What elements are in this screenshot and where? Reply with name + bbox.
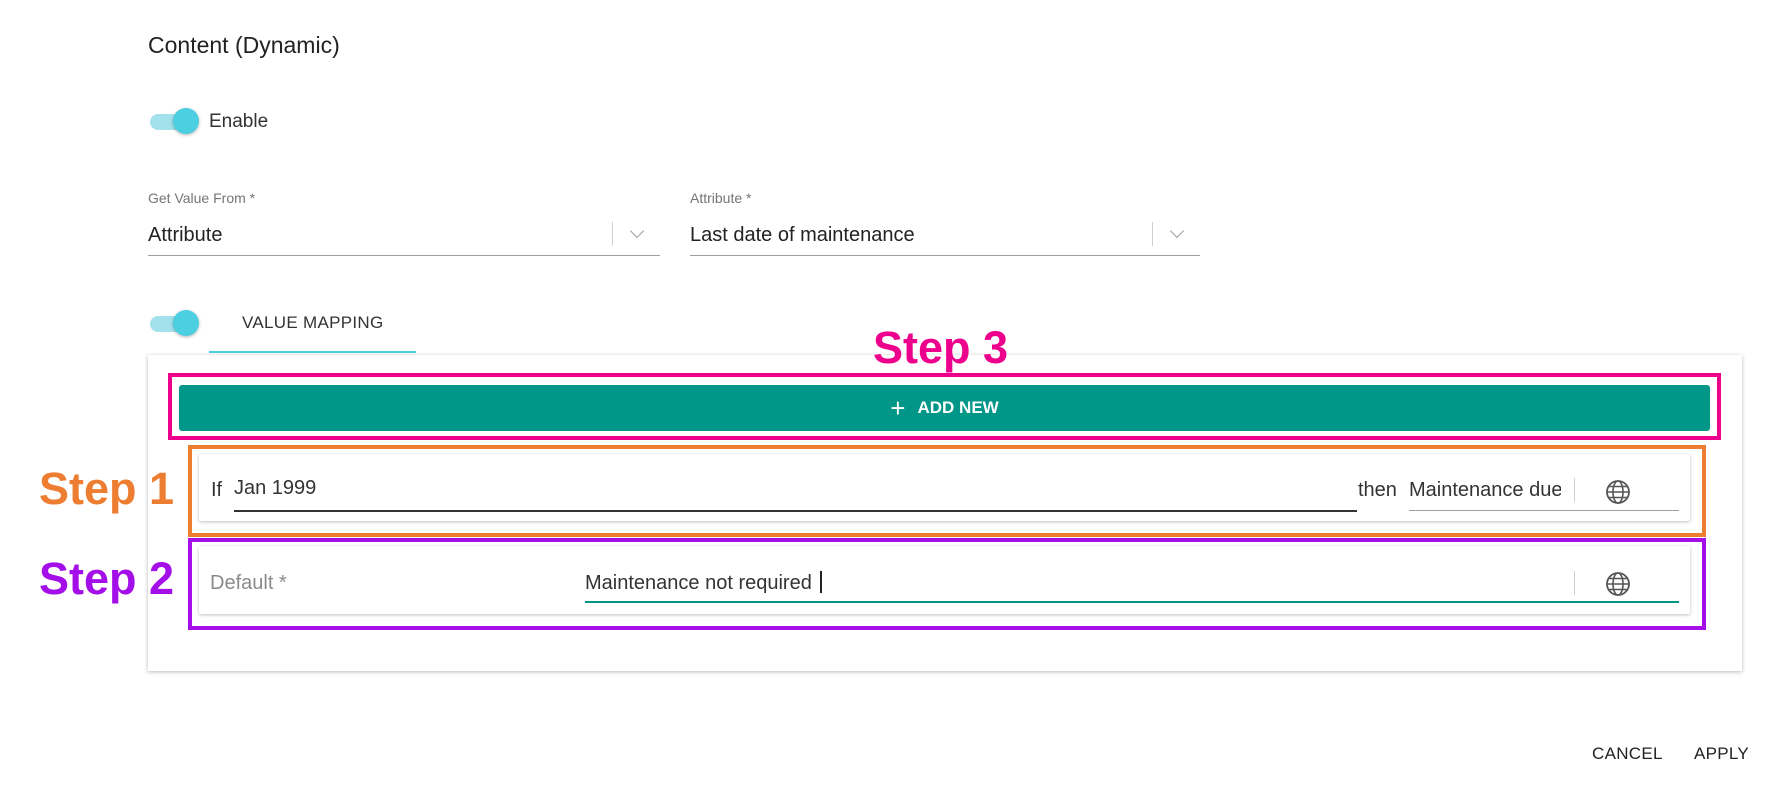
toggle-thumb [173, 310, 199, 336]
input-separator [1574, 571, 1575, 595]
add-new-button[interactable]: + ADD NEW [179, 385, 1710, 431]
default-label: Default * [210, 572, 287, 594]
section-title: Content (Dynamic) [148, 32, 340, 58]
globe-icon[interactable] [1605, 571, 1631, 597]
attribute-value: Last date of maintenance [690, 224, 915, 246]
get-value-from-label: Get Value From * [148, 190, 256, 206]
plus-icon: + [890, 393, 906, 423]
step1-highlight [188, 445, 1706, 537]
select-separator [1152, 222, 1153, 246]
chevron-down-icon [1169, 223, 1185, 239]
step2-highlight [188, 538, 1706, 630]
if-label: If [211, 479, 223, 501]
then-value-input[interactable]: Maintenance due [1409, 479, 1561, 501]
step1-label: Step 1 [39, 463, 175, 514]
default-value-input[interactable]: Maintenance not required [585, 572, 812, 594]
value-mapping-toggle[interactable] [150, 310, 199, 338]
step3-highlight [168, 373, 1721, 440]
toggle-thumb [173, 108, 199, 134]
enable-toggle[interactable] [150, 108, 199, 136]
cancel-button[interactable]: CANCEL [1592, 744, 1663, 763]
attribute-label: Attribute * [690, 190, 752, 206]
enable-label: Enable [209, 111, 269, 132]
tab-underline [209, 351, 416, 353]
input-separator [1574, 478, 1575, 502]
step3-label: Step 3 [873, 322, 1009, 373]
get-value-from-value: Attribute [148, 224, 223, 246]
step2-label: Step 2 [39, 553, 175, 604]
globe-icon[interactable] [1605, 479, 1631, 505]
then-label: then [1358, 479, 1397, 501]
then-input-underline [1409, 510, 1679, 511]
get-value-from-select[interactable]: Attribute [148, 218, 660, 256]
text-cursor [820, 571, 822, 593]
mapping-rule-row [199, 454, 1690, 521]
if-value-input[interactable]: Jan 1999 [234, 477, 317, 499]
tab-value-mapping[interactable]: VALUE MAPPING [242, 313, 384, 332]
select-separator [612, 222, 613, 246]
add-new-label: ADD NEW [917, 398, 999, 417]
if-input-underline [234, 510, 1357, 512]
default-input-underline [585, 601, 1679, 603]
apply-button[interactable]: APPLY [1694, 744, 1750, 763]
attribute-select[interactable]: Last date of maintenance [690, 218, 1200, 256]
chevron-down-icon [629, 223, 645, 239]
